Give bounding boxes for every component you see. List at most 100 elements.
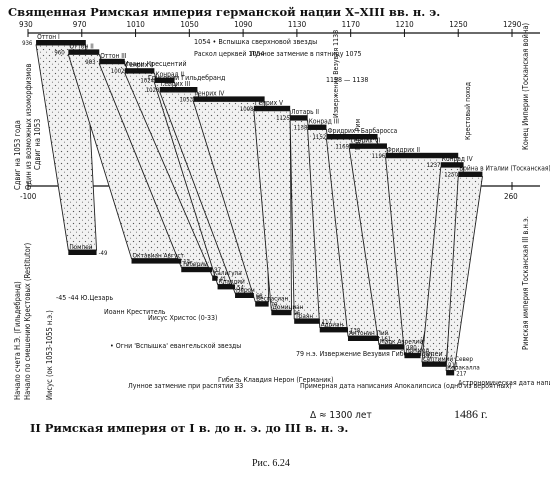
top-reign-start: 1002 bbox=[111, 68, 125, 75]
figure-caption: Рис. 6.24 bbox=[252, 458, 290, 469]
bottom-reign-label: Адриан bbox=[321, 320, 344, 328]
top-reign-bar bbox=[440, 162, 464, 168]
top-reign-bar bbox=[326, 134, 378, 139]
bottom-reign-bar bbox=[255, 301, 269, 307]
top-title: Священная Римская империя германской нац… bbox=[8, 5, 440, 19]
left-notes: Сдвиг на 1053 года Один из возможных изо… bbox=[13, 64, 54, 400]
top-reign-bar bbox=[124, 68, 155, 74]
top-tick-label: 1050 bbox=[180, 20, 199, 29]
top-reign-start: 1169 bbox=[335, 143, 349, 150]
top-reign-label: Генрих VI bbox=[350, 136, 380, 144]
left-note-5: Сдвиг на 1053 bbox=[33, 119, 42, 170]
bottom-reign-bar bbox=[446, 370, 455, 376]
right-note-1: Конец Империи (Тосканская война) bbox=[521, 23, 530, 150]
bottom-reign-bar bbox=[319, 327, 348, 333]
bottom-note-apocalypse: Примерная дата написания Апокалипсиса (о… bbox=[300, 382, 512, 390]
top-reign-label: Оттон III bbox=[100, 52, 126, 60]
top-note-crescentius: Иоанн Кресцентий bbox=[124, 60, 187, 68]
right-note-2: Римская империя Тосканская III в.н.э. bbox=[521, 216, 530, 350]
top-reign-bar bbox=[290, 115, 308, 121]
top-reign-start: 983 bbox=[85, 59, 95, 66]
mid-tick-label: -100 bbox=[20, 192, 37, 201]
top-reign-start: 1028 bbox=[146, 87, 160, 94]
top-reign-label: Война в Италии (Тосканская) bbox=[459, 165, 550, 173]
top-reign-bar bbox=[159, 87, 198, 92]
bottom-note-vesuvius: 79 н.э. Извержение Везувия Гибель Помпеи bbox=[296, 350, 443, 358]
top-tick-label: 1170 bbox=[342, 20, 361, 29]
bottom-reign-bar bbox=[212, 275, 218, 281]
top-reign-start: 1098 bbox=[240, 106, 254, 113]
bottom-reign-label: Веспасиан bbox=[256, 295, 288, 303]
top-reign-label: Генрих V bbox=[255, 99, 284, 107]
bottom-reign-bar bbox=[294, 318, 320, 324]
left-note-1: Сдвиг на 1053 года bbox=[13, 120, 22, 190]
bottom-reign-end: 79 bbox=[271, 302, 278, 309]
bottom-reign-end: 211 bbox=[448, 362, 458, 369]
bottom-note-jesus: Иисус Христос (0-33) bbox=[148, 314, 218, 322]
correspondence-lines bbox=[35, 44, 483, 371]
bottom-reign-bar bbox=[378, 344, 405, 350]
bottom-note-star: • Огни 'Вспышка' евангельской звезды bbox=[110, 342, 241, 350]
top-reign-bar bbox=[253, 105, 291, 111]
bottom-reign-end: 96 bbox=[294, 310, 301, 317]
top-reign-label: Лотарь II bbox=[291, 108, 319, 116]
bottom-reign-bar bbox=[404, 353, 421, 359]
bottom-reign-label: Помпей bbox=[69, 243, 92, 251]
bottom-reign-end: 54 bbox=[237, 284, 244, 291]
top-reign-bar bbox=[193, 96, 265, 102]
top-tick-label: 1210 bbox=[395, 20, 414, 29]
bottom-reign-bar bbox=[421, 361, 447, 367]
bottom-reign-label: Нерон bbox=[236, 286, 255, 294]
bottom-reign-label: Антонин Пий bbox=[349, 329, 389, 337]
top-reign-label: Генрих III bbox=[161, 80, 191, 88]
top-reign-label: Фридрих II bbox=[387, 146, 421, 154]
bottom-reign-label: Траян bbox=[294, 312, 313, 320]
top-reign-bar bbox=[349, 143, 387, 149]
top-reign-bar bbox=[68, 49, 100, 55]
top-note-eclipse: Лунное затмение в пятницу 1075 bbox=[250, 50, 362, 58]
bottom-reign-label: Домициан bbox=[272, 303, 303, 311]
bottom-reign-label: Тиберий bbox=[181, 260, 208, 268]
top-reign-label: Конрад IV bbox=[442, 155, 474, 163]
bottom-reign-label: Калигула bbox=[213, 269, 242, 277]
left-note-4: Начало по смешению Крестовых (Restitutor… bbox=[23, 242, 32, 400]
top-reign-start: 1152 bbox=[312, 134, 326, 141]
bottom-reign-end: 138 bbox=[350, 327, 361, 334]
top-tick-label: 970 bbox=[73, 20, 87, 29]
top-note-crusade: Крестовый поход bbox=[464, 81, 472, 140]
bottom-reign-bar bbox=[131, 258, 182, 264]
top-note-vesuvius: Извержение Везувия 1138 bbox=[332, 30, 340, 118]
top-tick-label: 1250 bbox=[449, 20, 468, 29]
top-note-gregory: Григорий Гильдебранд bbox=[148, 74, 226, 82]
bottom-reign-end: 41 bbox=[220, 276, 227, 283]
top-reign-label: Оттон II bbox=[69, 42, 94, 50]
top-tick-label: 1290 bbox=[503, 20, 522, 29]
top-tick-label: 1130 bbox=[288, 20, 307, 29]
bottom-reign-end: 192 bbox=[423, 353, 433, 360]
bottom-note-john: Иоанн Креститель bbox=[104, 308, 166, 316]
bottom-reign-bar bbox=[347, 336, 379, 341]
bottom-reign-end: 161 bbox=[381, 336, 391, 343]
top-reign-start: 1138 bbox=[294, 125, 308, 132]
top-reign-bar bbox=[154, 77, 175, 83]
bottom-reign-end: 37 bbox=[214, 267, 221, 274]
top-note-pope: Папа Рим bbox=[354, 119, 362, 150]
bottom-event-notes: -45 -44 Ю.Цезарь Иоанн Креститель Иисус … bbox=[56, 294, 550, 390]
top-reign-start: 960 bbox=[54, 49, 65, 56]
top-note-supernova: 1054 • Вспышка сверхновой звезды bbox=[194, 37, 317, 46]
bottom-note-caesar: -45 -44 Ю.Цезарь bbox=[56, 294, 113, 302]
bottom-reign-end: 117 bbox=[322, 319, 332, 326]
bottom-reign-label: Марк Аврелий bbox=[380, 338, 423, 346]
top-event-notes: 1054 • Вспышка сверхновой звезды Лунное … bbox=[124, 30, 472, 150]
top-reign-start: 1125 bbox=[276, 115, 290, 122]
top-reign-start: 936 bbox=[22, 40, 33, 47]
bottom-reign-end: 14 bbox=[183, 259, 190, 266]
top-reign-start: 1250 bbox=[444, 172, 458, 179]
left-note-3: Начало счета Н.Э. (Гильдебранд) bbox=[13, 281, 22, 400]
bottom-reign-end: 217 bbox=[456, 370, 466, 377]
